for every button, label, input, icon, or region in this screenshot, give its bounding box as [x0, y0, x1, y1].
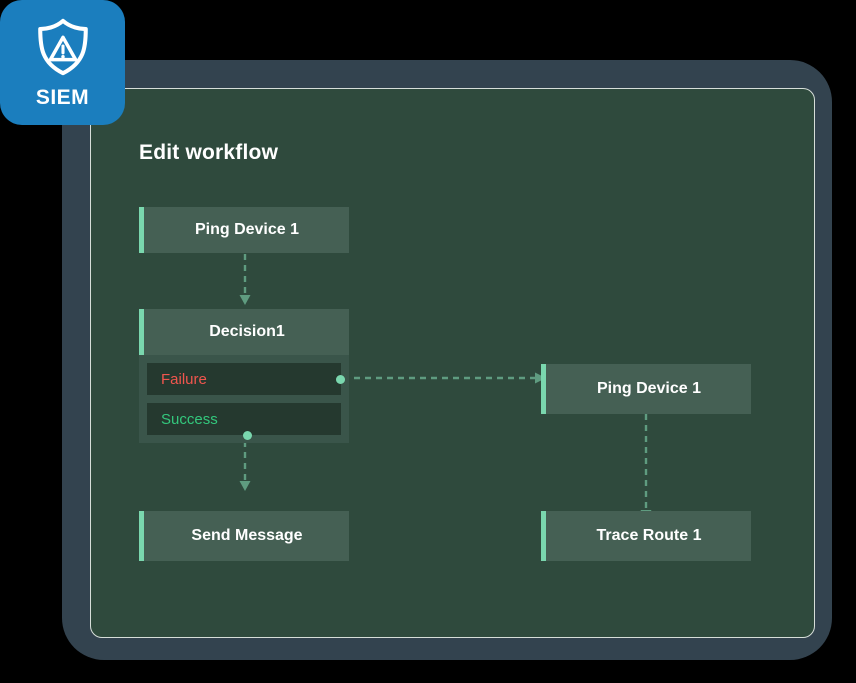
branch-output-dot-failure[interactable]	[336, 375, 345, 384]
node-ping-device-1[interactable]: Ping Device 1	[139, 207, 349, 253]
node-send-message[interactable]: Send Message	[139, 511, 349, 561]
node-decision1[interactable]: Decision1 Failure Success	[139, 309, 349, 443]
page-title: Edit workflow	[139, 141, 279, 164]
node-accent-bar	[139, 207, 144, 253]
node-label: Decision1	[209, 323, 285, 340]
node-accent-bar	[139, 309, 144, 355]
edge-ping2-to-trace	[640, 414, 652, 524]
node-label: Ping Device 1	[194, 221, 300, 238]
edge-ping1-to-decision1	[239, 243, 251, 309]
node-label: Trace Route 1	[596, 527, 702, 544]
decision-branch-list: Failure Success	[139, 355, 349, 440]
workflow-canvas[interactable]: Ping Device 1 Decision1 Failure Success	[91, 89, 814, 637]
node-accent-bar	[541, 511, 546, 561]
node-trace-route-1[interactable]: Trace Route 1	[541, 511, 751, 561]
branch-output-dot-success[interactable]	[243, 431, 252, 440]
node-label: Ping Device 1	[596, 380, 702, 397]
edge-success-to-send	[239, 419, 251, 497]
branch-label: Failure	[161, 370, 207, 388]
shield-warning-icon	[32, 16, 94, 78]
siem-badge[interactable]: SIEM	[0, 0, 125, 125]
edge-failure-to-ping2	[343, 372, 553, 384]
siem-badge-label: SIEM	[35, 85, 90, 109]
node-accent-bar	[139, 511, 144, 561]
node-label: Send Message	[191, 527, 303, 544]
branch-failure[interactable]: Failure	[147, 363, 345, 395]
branch-success[interactable]: Success	[147, 403, 341, 440]
workflow-panel: Edit workflow	[90, 88, 815, 638]
node-ping-device-1-right[interactable]: Ping Device 1	[541, 364, 751, 414]
node-accent-bar	[541, 364, 546, 414]
decision-header[interactable]: Decision1	[139, 309, 349, 355]
branch-label: Success	[161, 410, 218, 428]
